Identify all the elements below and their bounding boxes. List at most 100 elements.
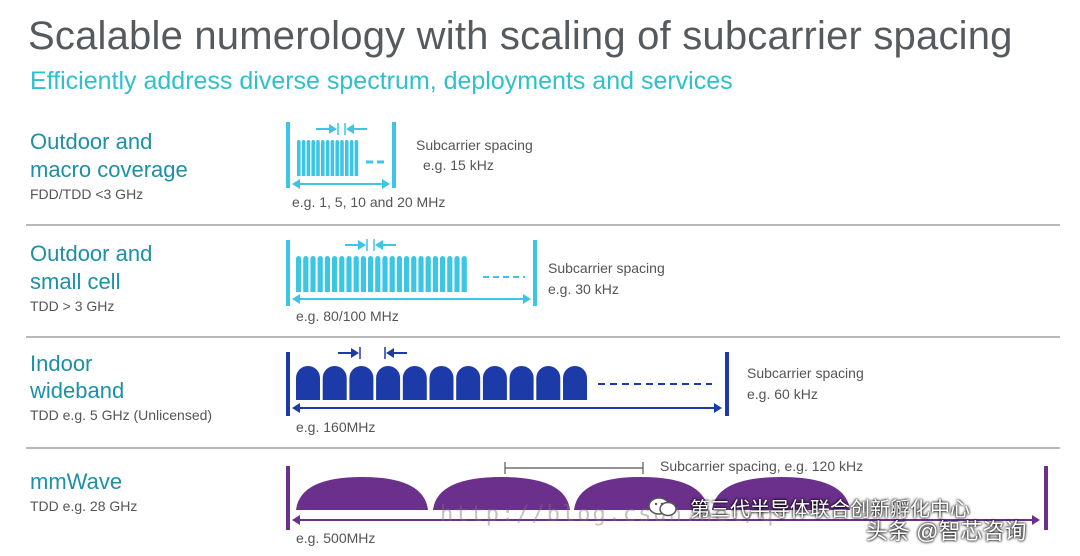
subcarrier-17 (418, 255, 424, 292)
spacing-value: e.g. 30 kHz (548, 281, 619, 297)
bandwidth-arrow-right-head (523, 294, 531, 304)
spacing-marker-right-head (375, 240, 383, 250)
spacing-label: Subcarrier spacing, e.g. 120 kHz (660, 458, 864, 474)
subcarrier-15 (404, 255, 410, 292)
spacing-value: e.g. 60 kHz (747, 386, 818, 402)
spacing-label: Subcarrier spacing (416, 137, 533, 153)
subcarrier-3 (376, 366, 401, 400)
subcarrier-12 (354, 140, 359, 176)
subcarrier-0 (296, 477, 428, 510)
watermark-brand: 头条 @智芯咨询 (866, 519, 1027, 544)
subcarrier-8 (353, 256, 359, 292)
bandwidth-label: e.g. 160MHz (296, 419, 376, 435)
subcarrier-8 (509, 366, 534, 400)
spacing-marker-left-head (358, 240, 366, 250)
row-name-line1: mmWave (30, 469, 123, 494)
band-edge-right (1044, 466, 1048, 530)
subcarrier-4 (402, 366, 427, 400)
subcarrier-0 (296, 256, 302, 292)
spacing-value: e.g. 15 kHz (423, 157, 494, 173)
row-detail: TDD e.g. 5 GHz (Unlicensed) (30, 407, 213, 423)
band-edge-right (392, 122, 396, 188)
subcarrier-23 (461, 256, 467, 292)
subcarrier-6 (325, 140, 330, 176)
subcarrier-14 (396, 255, 402, 292)
bandwidth-arrow-left-head (292, 179, 300, 189)
spacing-marker-left-head (329, 124, 337, 134)
subcarrier-3 (317, 256, 323, 292)
band-edge-right (725, 352, 729, 416)
row-name-line1: Outdoor and (30, 241, 153, 266)
bandwidth-label: e.g. 1, 5, 10 and 20 MHz (292, 194, 446, 210)
subcarrier-20 (440, 255, 446, 292)
row-detail: TDD e.g. 28 GHz (30, 498, 138, 514)
subcarrier-1 (322, 366, 347, 400)
band-edge-left (286, 466, 290, 530)
subcarrier-2 (306, 140, 311, 176)
subcarrier-7 (346, 255, 352, 292)
subcarrier-8 (335, 140, 339, 176)
bandwidth-arrow-left-head (292, 515, 300, 525)
subcarrier-9 (536, 366, 561, 400)
band-edge-left (286, 352, 290, 416)
page-subtitle: Efficiently address diverse spectrum, de… (30, 67, 733, 95)
bandwidth-label: e.g. 500MHz (296, 530, 376, 546)
subcarrier-4 (324, 255, 330, 292)
row-divider (26, 447, 1060, 449)
row-detail: FDD/TDD <3 GHz (30, 186, 144, 202)
subcarrier-10 (345, 140, 349, 176)
subcarrier-0 (296, 366, 320, 400)
spacing-label: Subcarrier spacing (548, 260, 665, 276)
subcarrier-10 (368, 255, 374, 292)
row-name-line1: Outdoor and (30, 129, 153, 154)
bandwidth-arrow-right-head (382, 179, 390, 189)
band-edge-left (286, 122, 290, 188)
band-edge-right (533, 240, 537, 306)
wechat-icon (648, 496, 678, 518)
row-name-line2: macro coverage (30, 157, 188, 182)
subcarrier-2 (310, 255, 316, 292)
subcarrier-9 (340, 140, 344, 176)
row-name-line1: Indoor (30, 351, 93, 376)
row-detail: TDD > 3 GHz (30, 298, 115, 314)
page-title: Scalable numerology with scaling of subc… (28, 14, 1013, 58)
subcarrier-7 (330, 140, 335, 176)
watermark-url: http://blog.csdn.net/q (440, 502, 776, 527)
subcarrier-5 (429, 366, 454, 400)
subcarrier-11 (375, 256, 381, 292)
bandwidth-arrow-right-head (1032, 515, 1040, 525)
subcarrier-21 (447, 256, 453, 292)
subcarrier-3 (311, 140, 315, 176)
subcarrier-5 (321, 140, 325, 176)
spacing-marker-right-head (346, 124, 354, 134)
subcarrier-19 (432, 255, 438, 292)
spacing-marker-left-head (351, 348, 359, 358)
subcarrier-6 (339, 256, 345, 292)
subcarrier-2 (349, 366, 374, 400)
bandwidth-label: e.g. 80/100 MHz (296, 308, 399, 324)
subcarrier-12 (382, 255, 388, 292)
bandwidth-arrow-left-head (292, 294, 300, 304)
spacing-marker-right-head (386, 348, 394, 358)
subcarrier-16 (411, 256, 417, 292)
subcarrier-0 (297, 140, 301, 176)
subcarrier-13 (389, 256, 395, 292)
row-divider (26, 336, 1060, 338)
subcarrier-6 (456, 366, 481, 400)
subcarrier-9 (360, 255, 366, 292)
subcarrier-11 (349, 140, 354, 176)
watermark-account: 第三代半导体联合创新孵化中心 (690, 499, 970, 521)
subcarrier-4 (316, 140, 320, 176)
subcarrier-3 (712, 477, 850, 510)
subcarrier-5 (332, 255, 338, 292)
band-edge-left (286, 240, 290, 306)
subcarrier-1 (433, 477, 570, 510)
subcarrier-2 (574, 477, 708, 510)
subcarrier-1 (303, 256, 309, 292)
bandwidth-arrow-right-head (714, 403, 722, 413)
subcarrier-7 (482, 366, 507, 400)
spacing-label: Subcarrier spacing (747, 365, 864, 381)
row-name-line2: small cell (30, 269, 121, 294)
subcarrier-22 (454, 255, 460, 292)
bandwidth-arrow-left-head (292, 403, 300, 413)
